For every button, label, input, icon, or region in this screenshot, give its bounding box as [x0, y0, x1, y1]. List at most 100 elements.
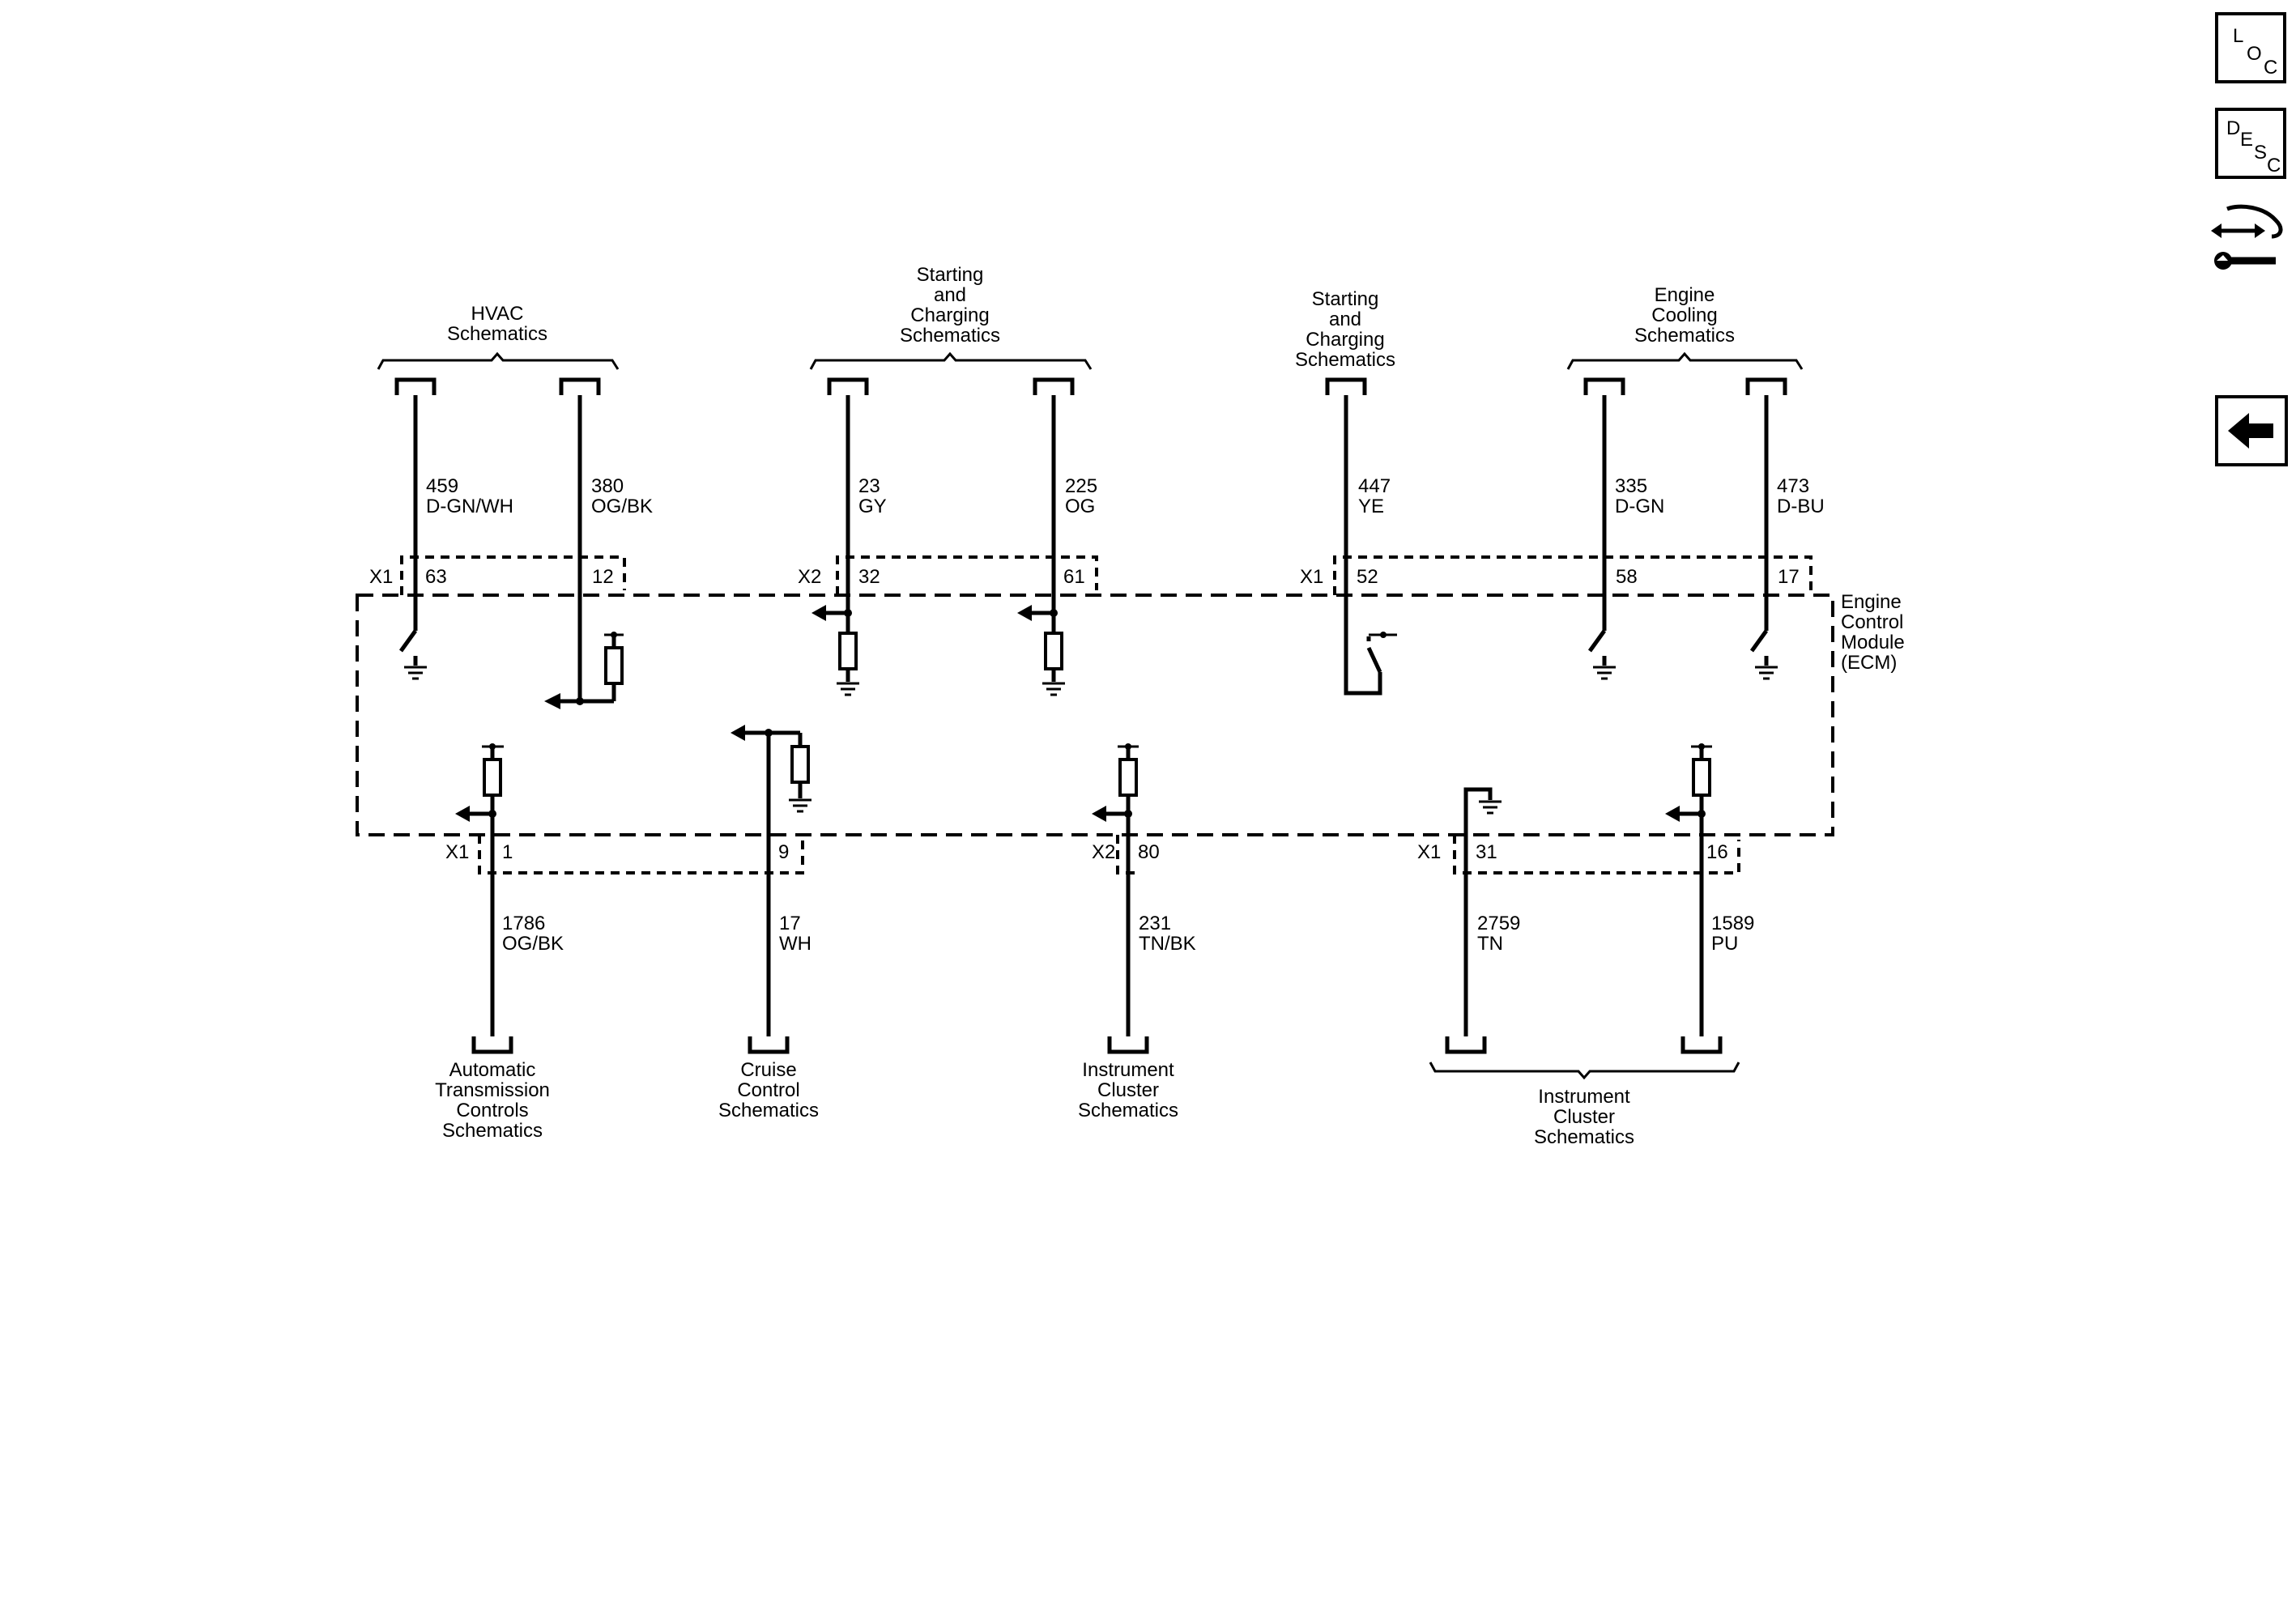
top-connector-x2-charging: X2 32 61 [798, 555, 1098, 595]
bottom-terminals [471, 1036, 1723, 1054]
loc-letter-o: O [2247, 43, 2262, 65]
svg-text:X1: X1 [1300, 566, 1323, 588]
svg-text:D-GN: D-GN [1615, 496, 1664, 517]
svg-text:61: 61 [1063, 566, 1085, 588]
svg-text:Control: Control [1841, 611, 1903, 633]
svg-text:447: 447 [1358, 475, 1391, 497]
pulldown-resistor-23 [811, 605, 859, 696]
svg-text:Cooling: Cooling [1651, 304, 1717, 326]
bottom-connector-x2-cluster: X2 80 [1092, 835, 1160, 874]
cruise-control-schematics-group[interactable]: Cruise Control Schematics [718, 1059, 819, 1121]
svg-text:1: 1 [502, 841, 513, 863]
svg-text:1589: 1589 [1711, 913, 1754, 934]
instrument-cluster-schematics-group-2[interactable]: Instrument Cluster Schematics [1429, 1062, 1740, 1148]
svg-text:31: 31 [1476, 841, 1497, 863]
svg-text:YE: YE [1358, 496, 1384, 517]
back-button[interactable] [2215, 395, 2288, 466]
loc-letter-l: L [2233, 25, 2244, 47]
pullup-resistor-1786 [455, 743, 504, 822]
starting-charging-schematics-group-2[interactable]: Starting and Charging Schematics [1295, 288, 1395, 371]
switch-to-ground-335 [1587, 629, 1616, 680]
svg-text:32: 32 [858, 566, 880, 588]
svg-text:Cruise: Cruise [740, 1059, 796, 1081]
svg-text:Schematics: Schematics [1078, 1100, 1178, 1121]
svg-text:TN: TN [1477, 933, 1503, 955]
svg-text:16: 16 [1706, 841, 1728, 863]
svg-text:and: and [934, 284, 966, 306]
engine-cooling-schematics-group[interactable]: Engine Cooling Schematics [1566, 284, 1804, 370]
svg-text:Transmission: Transmission [435, 1079, 550, 1101]
bottom-wires [490, 733, 1704, 1036]
svg-text:Engine: Engine [1655, 284, 1715, 306]
svg-text:Control: Control [737, 1079, 799, 1101]
starting-charging-schematics-group-1[interactable]: Starting and Charging Schematics [809, 264, 1093, 370]
back-arrow-icon [2228, 413, 2273, 449]
svg-text:9: 9 [778, 841, 789, 863]
svg-text:WH: WH [779, 933, 811, 955]
switch-to-ground-459 [398, 629, 427, 680]
ecm-module-label: Engine Control Module (ECM) [1841, 591, 1905, 674]
svg-text:Charging: Charging [1306, 329, 1384, 351]
svg-text:Schematics: Schematics [442, 1120, 543, 1142]
help-icon[interactable] [2207, 202, 2288, 279]
svg-text:Instrument: Instrument [1082, 1059, 1174, 1081]
svg-text:23: 23 [858, 475, 880, 497]
svg-text:459: 459 [426, 475, 458, 497]
bottom-connector-x1-right: X1 31 16 [1417, 835, 1740, 874]
svg-text:Schematics: Schematics [1295, 349, 1395, 371]
svg-text:380: 380 [591, 475, 624, 497]
svg-text:231: 231 [1139, 913, 1171, 934]
pulldown-resistor-17 [731, 725, 811, 813]
svg-text:58: 58 [1616, 566, 1638, 588]
svg-text:Starting: Starting [917, 264, 984, 286]
svg-text:HVAC: HVAC [471, 303, 524, 325]
svg-text:X1: X1 [445, 841, 469, 863]
top-wire-labels: 459 D-GN/WH 380 OG/BK 23 GY 225 OG 447 Y… [426, 475, 1825, 517]
pullup-resistor-1589 [1665, 743, 1712, 822]
svg-text:and: and [1329, 309, 1361, 330]
svg-text:OG/BK: OG/BK [502, 933, 564, 955]
svg-text:Cluster: Cluster [1553, 1106, 1615, 1128]
svg-text:63: 63 [425, 566, 447, 588]
switch-447 [1366, 632, 1397, 674]
svg-text:X2: X2 [798, 566, 821, 588]
instrument-cluster-schematics-group-1[interactable]: Instrument Cluster Schematics [1078, 1059, 1178, 1121]
desc-button[interactable]: D E S C [2215, 108, 2286, 179]
svg-text:Controls: Controls [456, 1100, 528, 1121]
svg-text:Schematics: Schematics [900, 325, 1000, 347]
svg-text:Schematics: Schematics [718, 1100, 819, 1121]
svg-text:Schematics: Schematics [447, 323, 547, 345]
svg-text:473: 473 [1777, 475, 1809, 497]
bottom-connector-x1-left: X1 1 9 [445, 835, 804, 874]
svg-text:Engine: Engine [1841, 591, 1902, 613]
svg-text:(ECM): (ECM) [1841, 652, 1897, 674]
top-terminals [394, 377, 1787, 395]
pulldown-resistor-225 [1017, 605, 1065, 696]
switch-to-ground-473 [1749, 629, 1778, 680]
desc-letter-d: D [2226, 117, 2241, 139]
svg-text:Automatic: Automatic [449, 1059, 536, 1081]
svg-text:Starting: Starting [1312, 288, 1379, 310]
svg-text:D-GN/WH: D-GN/WH [426, 496, 513, 517]
ground-2759 [1463, 787, 1502, 1036]
svg-text:17: 17 [1778, 566, 1800, 588]
svg-text:2759: 2759 [1477, 913, 1520, 934]
svg-text:OG: OG [1065, 496, 1095, 517]
svg-text:D-BU: D-BU [1777, 496, 1825, 517]
hvac-schematics-group[interactable]: HVAC Schematics [377, 303, 620, 370]
svg-text:TN/BK: TN/BK [1139, 933, 1196, 955]
svg-text:225: 225 [1065, 475, 1097, 497]
loc-button[interactable]: L O C [2215, 12, 2286, 83]
svg-text:X1: X1 [1417, 841, 1441, 863]
desc-letter-c: C [2267, 155, 2281, 177]
svg-text:Charging: Charging [910, 304, 989, 326]
bottom-wire-labels: 1786 OG/BK 17 WH 231 TN/BK 2759 TN 1589 … [502, 913, 1754, 955]
pullup-resistor-231 [1092, 743, 1139, 822]
svg-text:PU: PU [1711, 933, 1738, 955]
svg-text:Module: Module [1841, 632, 1905, 653]
top-connector-x1-hvac: X1 63 12 [369, 555, 626, 595]
svg-text:Cluster: Cluster [1097, 1079, 1159, 1101]
top-connector-x1-right: X1 52 58 17 [1300, 555, 1813, 595]
automatic-transmission-controls-schematics-group[interactable]: Automatic Transmission Controls Schemati… [435, 1059, 550, 1142]
